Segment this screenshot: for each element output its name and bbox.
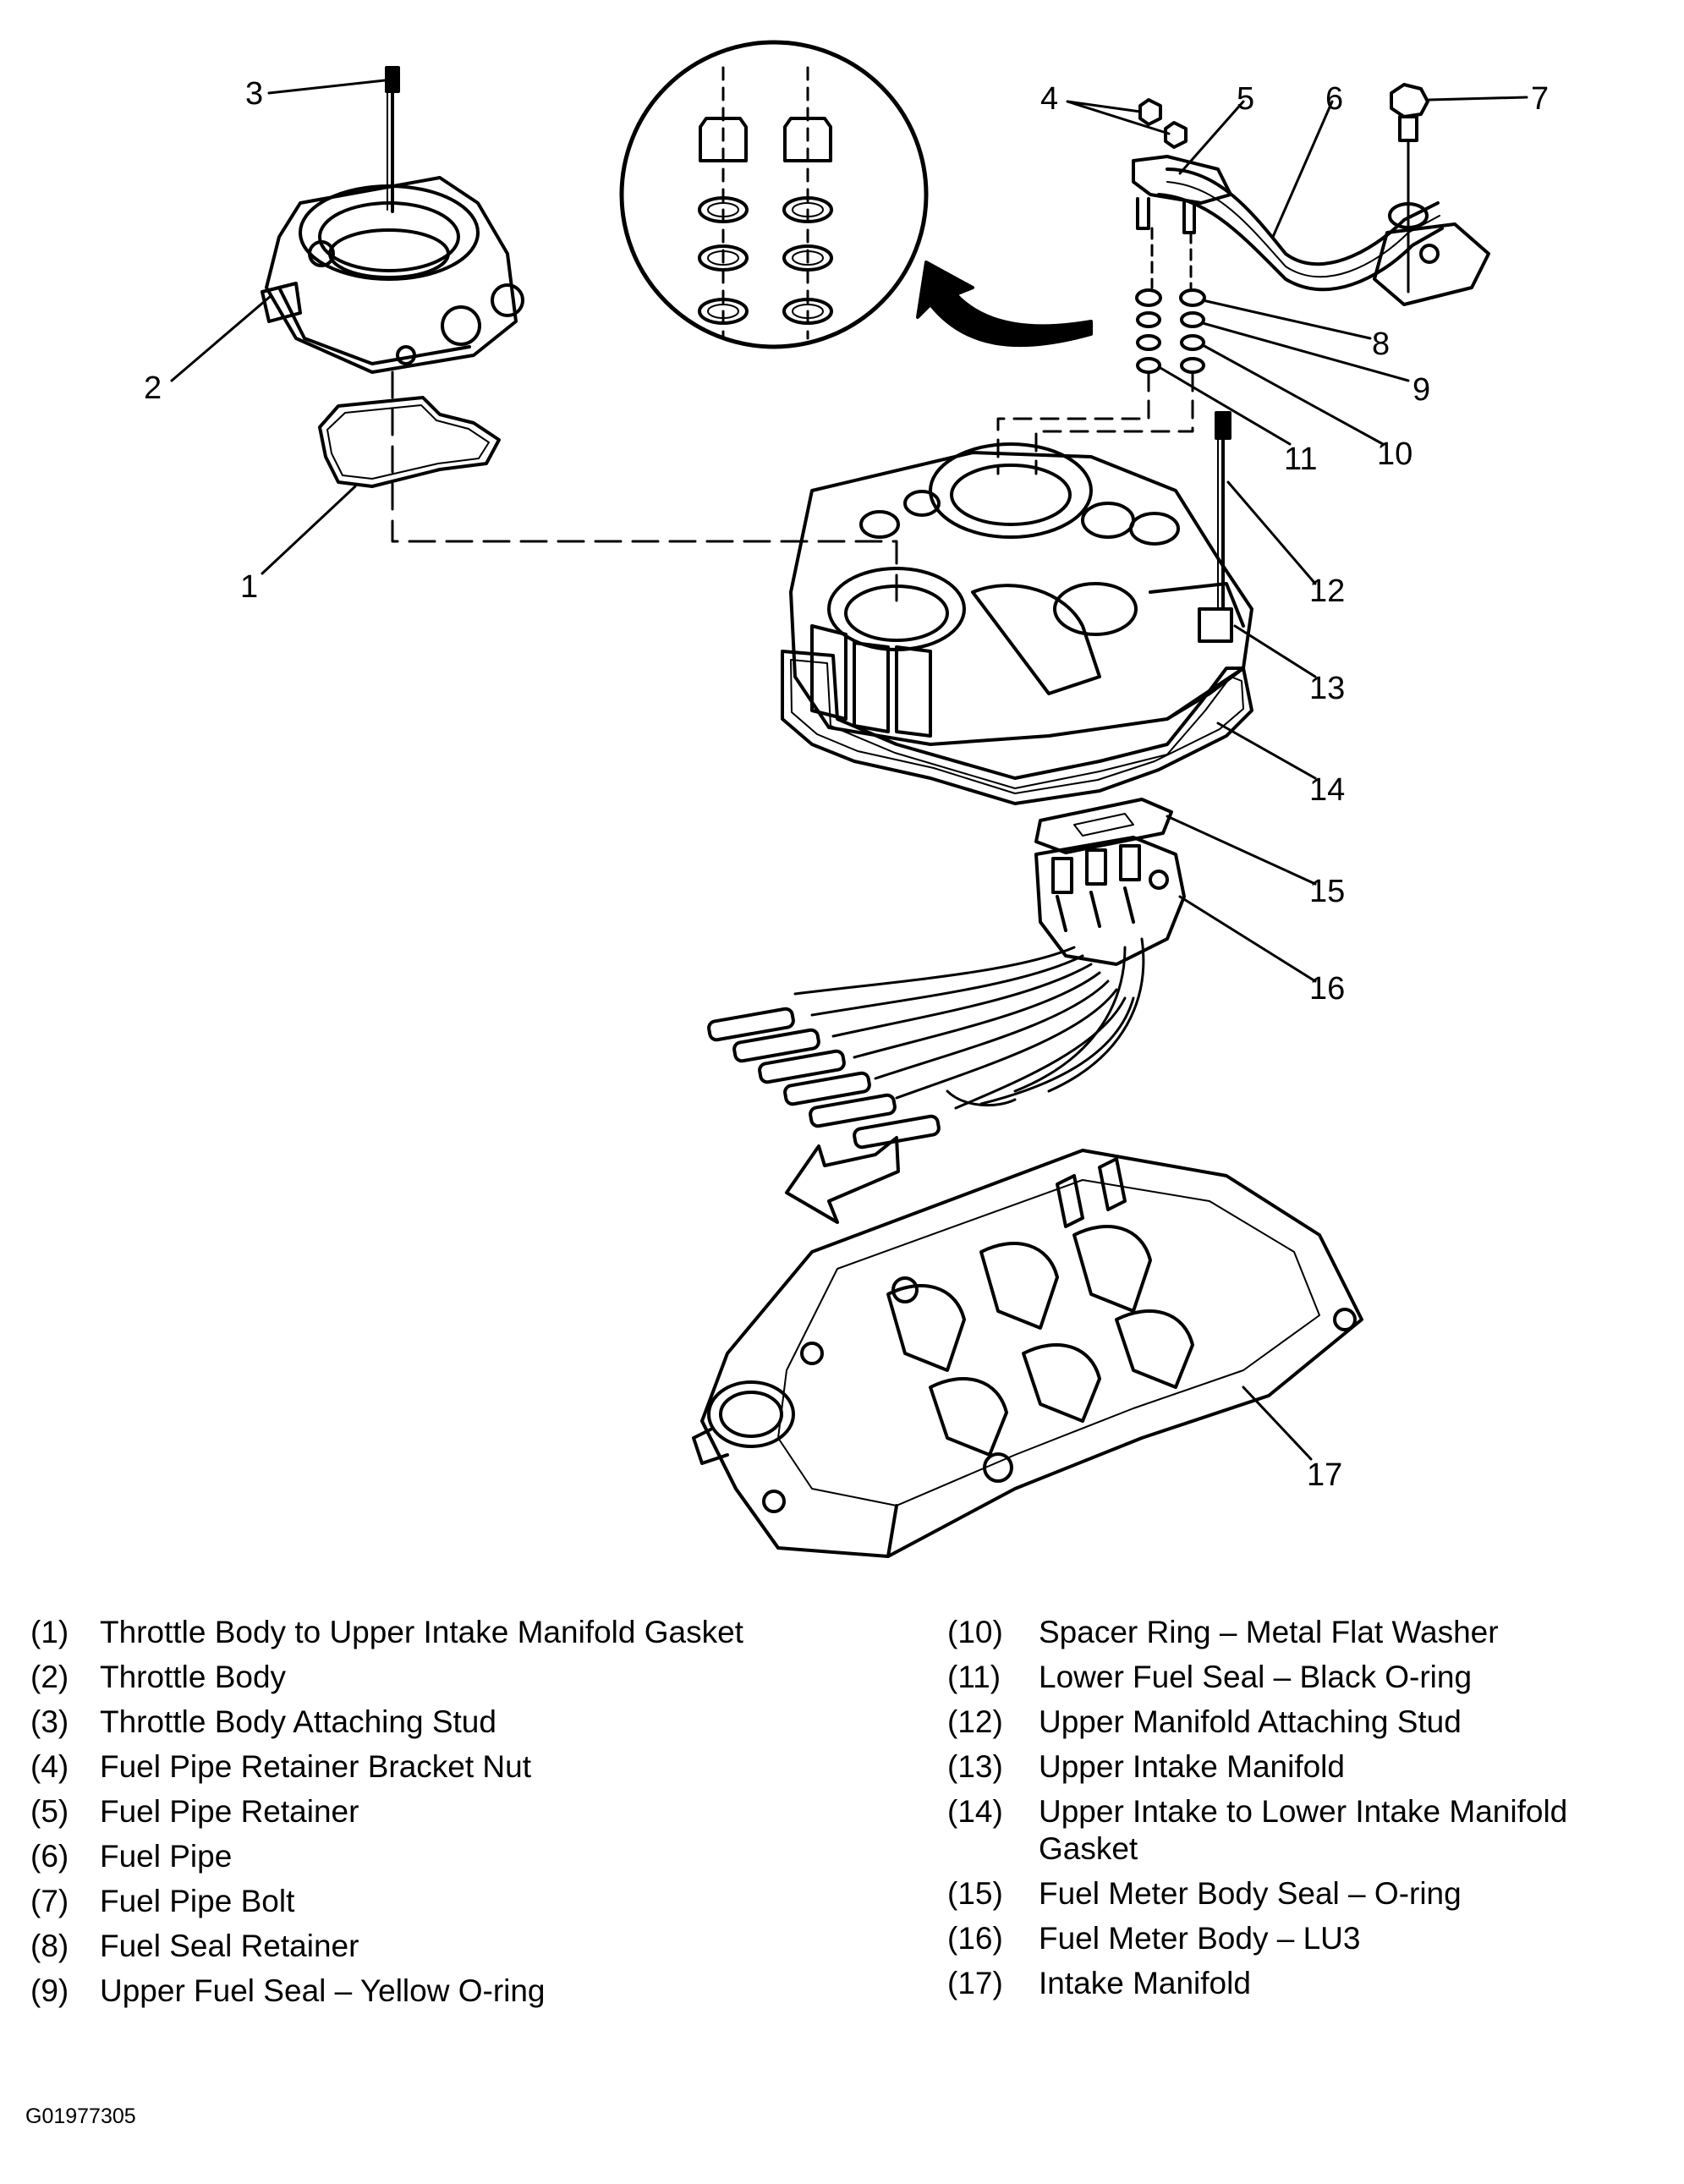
- callout-14: 14: [1309, 772, 1346, 808]
- callout-6: 6: [1325, 81, 1344, 117]
- legend-item: (8) Fuel Seal Retainer: [30, 1928, 792, 1965]
- callout-4: 4: [1040, 81, 1059, 117]
- legend-item: (2) Throttle Body: [30, 1659, 792, 1696]
- callout-17: 17: [1307, 1457, 1343, 1493]
- leader-lines: [170, 79, 1528, 1461]
- figure-id: G01977305: [25, 2104, 136, 2128]
- legend-number: (17): [947, 1966, 1003, 2000]
- callout-2: 2: [144, 370, 162, 406]
- legend-item: (7) Fuel Pipe Bolt: [30, 1883, 792, 1920]
- legend-number: (1): [30, 1615, 69, 1649]
- detail-arrow: [916, 261, 1093, 348]
- legend-text: Fuel Seal Retainer: [100, 1929, 359, 1963]
- legend-number: (13): [947, 1749, 1003, 1784]
- callout-1: 1: [240, 569, 259, 605]
- legend-number: (16): [947, 1921, 1003, 1956]
- legend-text: Fuel Pipe Retainer: [100, 1794, 359, 1829]
- legend-right-column: (10) Spacer Ring – Metal Flat Washer (11)…: [947, 1614, 1675, 2010]
- lower-intake-manifold: [692, 1149, 1363, 1558]
- legend-text: Throttle Body to Upper Intake Manifold G…: [100, 1615, 743, 1649]
- legend-text: Lower Fuel Seal – Black O-ring: [1039, 1660, 1473, 1694]
- callout-11: 11: [1284, 442, 1318, 477]
- direction-arrow: [785, 1136, 900, 1224]
- legend-item: (16) Fuel Meter Body – LU3: [947, 1920, 1675, 1957]
- upper-manifold-stud: [1215, 411, 1231, 611]
- legend-item: (9) Upper Fuel Seal – Yellow O-ring: [30, 1973, 792, 2010]
- legend-item: (4) Fuel Pipe Retainer Bracket Nut: [30, 1748, 792, 1786]
- fuel-pipe-bolt: [1390, 83, 1429, 294]
- legend-text: Fuel Pipe: [100, 1839, 233, 1874]
- legend-item: (1) Throttle Body to Upper Intake Manifol…: [30, 1614, 792, 1651]
- legend-item: (6) Fuel Pipe: [30, 1838, 792, 1875]
- fuel-seal-stack: [1135, 288, 1206, 374]
- legend-number: (7): [30, 1884, 69, 1918]
- throttle-body-stud: [385, 66, 400, 213]
- legend-text: Intake Manifold: [1039, 1966, 1251, 2000]
- callout-16: 16: [1309, 971, 1346, 1007]
- legend-item: (13) Upper Intake Manifold: [947, 1748, 1675, 1786]
- fuel-pipe-assembly: [1132, 98, 1490, 306]
- throttle-body: [261, 176, 524, 374]
- legend-number: (5): [30, 1794, 69, 1829]
- legend-item: (14) Upper Intake to Lower Intake Manifol…: [947, 1793, 1675, 1868]
- callout-5: 5: [1237, 81, 1255, 117]
- fuel-meter-seal: [1034, 798, 1173, 854]
- callout-12: 12: [1309, 573, 1346, 609]
- legend-item: (12) Upper Manifold Attaching Stud: [947, 1704, 1675, 1741]
- callout-13: 13: [1309, 671, 1346, 706]
- legend-text: Fuel Meter Body Seal – O-ring: [1039, 1876, 1462, 1911]
- legend-text: Fuel Meter Body – LU3: [1039, 1921, 1361, 1956]
- legend-number: (15): [947, 1876, 1003, 1911]
- legend-text: Upper Manifold Attaching Stud: [1039, 1704, 1462, 1739]
- legend-number: (4): [30, 1749, 69, 1784]
- legend-text: Upper Intake to Lower Intake Manifold Ga…: [1039, 1794, 1568, 1866]
- manifold-gasket: [781, 650, 1253, 805]
- callout-15: 15: [1309, 874, 1346, 909]
- injector-lines: [793, 937, 1145, 1110]
- throttle-body-gasket: [318, 396, 501, 488]
- callout-3: 3: [245, 76, 264, 112]
- legend-item: (11) Lower Fuel Seal – Black O-ring: [947, 1659, 1675, 1696]
- legend-left-column: (1) Throttle Body to Upper Intake Manifol…: [30, 1614, 792, 2017]
- legend-item: (15) Fuel Meter Body Seal – O-ring: [947, 1875, 1675, 1912]
- detail-magnifier: [619, 40, 929, 349]
- callout-7: 7: [1531, 81, 1550, 117]
- legend-number: (9): [30, 1973, 69, 2008]
- legend-text: Spacer Ring – Metal Flat Washer: [1039, 1615, 1499, 1649]
- legend-item: (17) Intake Manifold: [947, 1965, 1675, 2002]
- legend-number: (8): [30, 1929, 69, 1963]
- legend-item: (5) Fuel Pipe Retainer: [30, 1793, 792, 1830]
- callout-8: 8: [1372, 327, 1391, 362]
- legend-item: (10) Spacer Ring – Metal Flat Washer: [947, 1614, 1675, 1651]
- legend-text: Fuel Pipe Retainer Bracket Nut: [100, 1749, 532, 1784]
- legend-text: Upper Intake Manifold: [1039, 1749, 1345, 1784]
- legend-item: (3) Throttle Body Attaching Stud: [30, 1704, 792, 1741]
- legend-number: (14): [947, 1794, 1003, 1829]
- legend-number: (11): [947, 1660, 1001, 1694]
- legend-text: Throttle Body Attaching Stud: [100, 1704, 496, 1739]
- fuel-meter-body: [1034, 836, 1186, 966]
- exploded-view-diagram: [170, 40, 1528, 1558]
- legend-number: (12): [947, 1704, 1003, 1739]
- legend-number: (6): [30, 1839, 69, 1874]
- legend-number: (10): [947, 1615, 1003, 1649]
- legend-text: Fuel Pipe Bolt: [100, 1884, 295, 1918]
- callout-10: 10: [1377, 436, 1413, 472]
- injector-nozzles: [707, 1007, 941, 1150]
- callout-9: 9: [1412, 372, 1431, 408]
- legend-text: Throttle Body: [100, 1660, 287, 1694]
- legend-text: Upper Fuel Seal – Yellow O-ring: [100, 1973, 546, 2008]
- legend-number: (2): [30, 1660, 69, 1694]
- upper-intake-manifold: [789, 442, 1253, 746]
- legend-number: (3): [30, 1704, 69, 1739]
